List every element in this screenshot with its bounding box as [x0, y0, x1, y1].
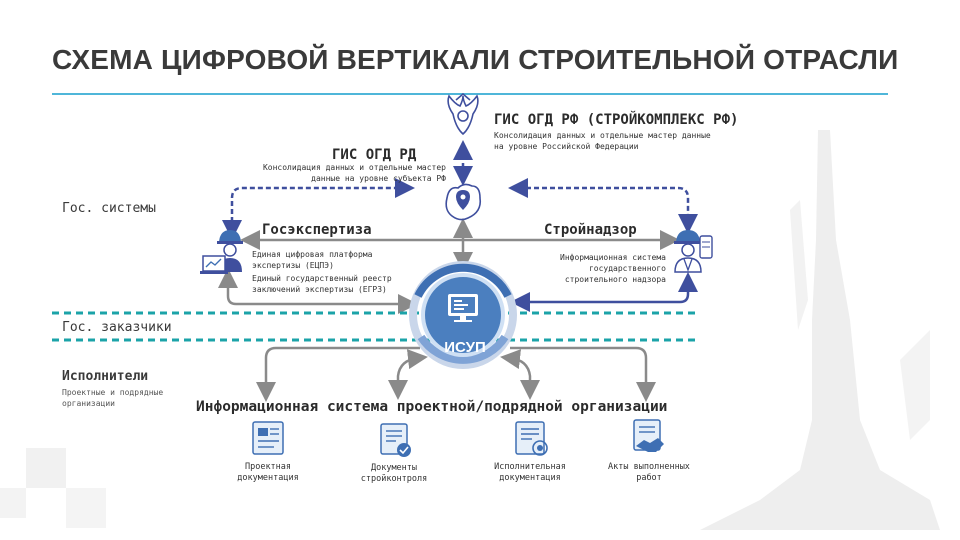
bg-square	[0, 488, 26, 518]
gosexpertiza-title: Госэкспертиза	[262, 222, 372, 238]
doc-caption: Документы стройконтроля	[344, 463, 444, 485]
doc-caption-line-2: стройконтроля	[360, 474, 428, 484]
bg-square	[66, 488, 106, 528]
connector-rd-nadzor	[508, 178, 698, 234]
isup-node	[409, 261, 517, 369]
stroynadzor-desc-2: государственного	[588, 264, 666, 273]
gis-rf-title: ГИС ОГД РФ (СТРОЙКОМПЛЕКС РФ)	[494, 112, 739, 128]
stroynadzor-title: Стройнадзор	[544, 222, 637, 238]
title-underline	[52, 93, 888, 95]
doc-caption-line-2: документация	[499, 473, 561, 483]
doc-caption-line-2: работ	[636, 473, 662, 483]
gis-rd-title: ГИС ОГД РД	[332, 147, 417, 163]
handshake-doc-icon	[633, 419, 664, 452]
info-system-label: Информационная система проектной/подрядн…	[196, 399, 668, 415]
doc-caption-line-1: Акты выполненных	[608, 462, 690, 472]
doc-caption-line-2: документация	[237, 473, 299, 483]
gis-rd-desc-1: Консолидация данных и отдельные мастер	[262, 163, 446, 172]
connector-expertiza-isup	[218, 268, 418, 314]
doc-caption-line-1: Проектная	[244, 462, 292, 472]
map-pin-icon	[445, 183, 482, 221]
connector-isup-exec-mid-right	[500, 349, 540, 400]
stroynadzor-desc-1: Информационная система	[560, 253, 666, 262]
doc-caption: Исполнительная документация	[478, 462, 582, 484]
checklist-doc-icon	[380, 423, 411, 457]
connector-isup-nadzor	[510, 272, 698, 312]
doc-caption-line-1: Исполнительная	[494, 462, 566, 472]
isup-label: ИСУП	[444, 339, 486, 356]
tier-gov-systems: Гос. системы	[62, 201, 156, 216]
tier-gov-customers: Гос. заказчики	[62, 320, 172, 335]
gis-rd-desc-2: данные на уровне субъекта РФ	[311, 174, 446, 183]
tower-wing	[790, 200, 808, 330]
gosexpertiza-desc-1: Единая цифровая платформа	[252, 250, 373, 259]
coat-of-arms-icon	[447, 92, 479, 136]
gosexpertiza-desc-4: заключений экспертизы (ЕГРЗ)	[252, 285, 387, 294]
stamped-doc-icon	[515, 421, 548, 456]
doc-caption: Акты выполненных работ	[594, 462, 704, 484]
gosexpertiza-desc-3: Единый государственный реестр	[252, 274, 392, 283]
tier-executors-sub-2: организации	[62, 399, 115, 408]
isup-ring-arc-bottom	[417, 334, 509, 364]
tier-executors: Исполнители	[62, 369, 149, 384]
gosexpertiza-desc-2: экспертизы (ЕЦПЭ)	[252, 261, 334, 270]
isup-ring-arc-top	[414, 263, 512, 298]
connector-isup-exec-right	[510, 346, 656, 402]
stroynadzor-desc-3: строительного надзора	[564, 275, 666, 284]
inspector-icon	[674, 230, 713, 273]
connector-expertiza-rd	[222, 178, 415, 240]
page-title: СХЕМА ЦИФРОВОЙ ВЕРТИКАЛИ СТРОИТЕЛЬНОЙ ОТ…	[52, 44, 899, 75]
bg-shape	[900, 330, 930, 440]
doc-caption-line-1: Документы	[370, 463, 418, 473]
connector-isup-exec-left	[256, 346, 420, 402]
tier-executors-sub-1: Проектные и подрядные	[62, 388, 164, 397]
blueprint-icon	[252, 421, 284, 455]
doc-caption: Проектная документация	[218, 462, 318, 484]
bg-square	[26, 448, 66, 488]
tower-silhouette	[700, 130, 940, 530]
engineer-icon	[200, 230, 243, 274]
gis-rf-desc-1: Консолидация данных и отдельные мастер д…	[494, 131, 711, 140]
gis-rf-desc-2: на уровне Российской Федерации	[494, 142, 639, 151]
connector-isup-exec-mid-left	[388, 349, 428, 400]
